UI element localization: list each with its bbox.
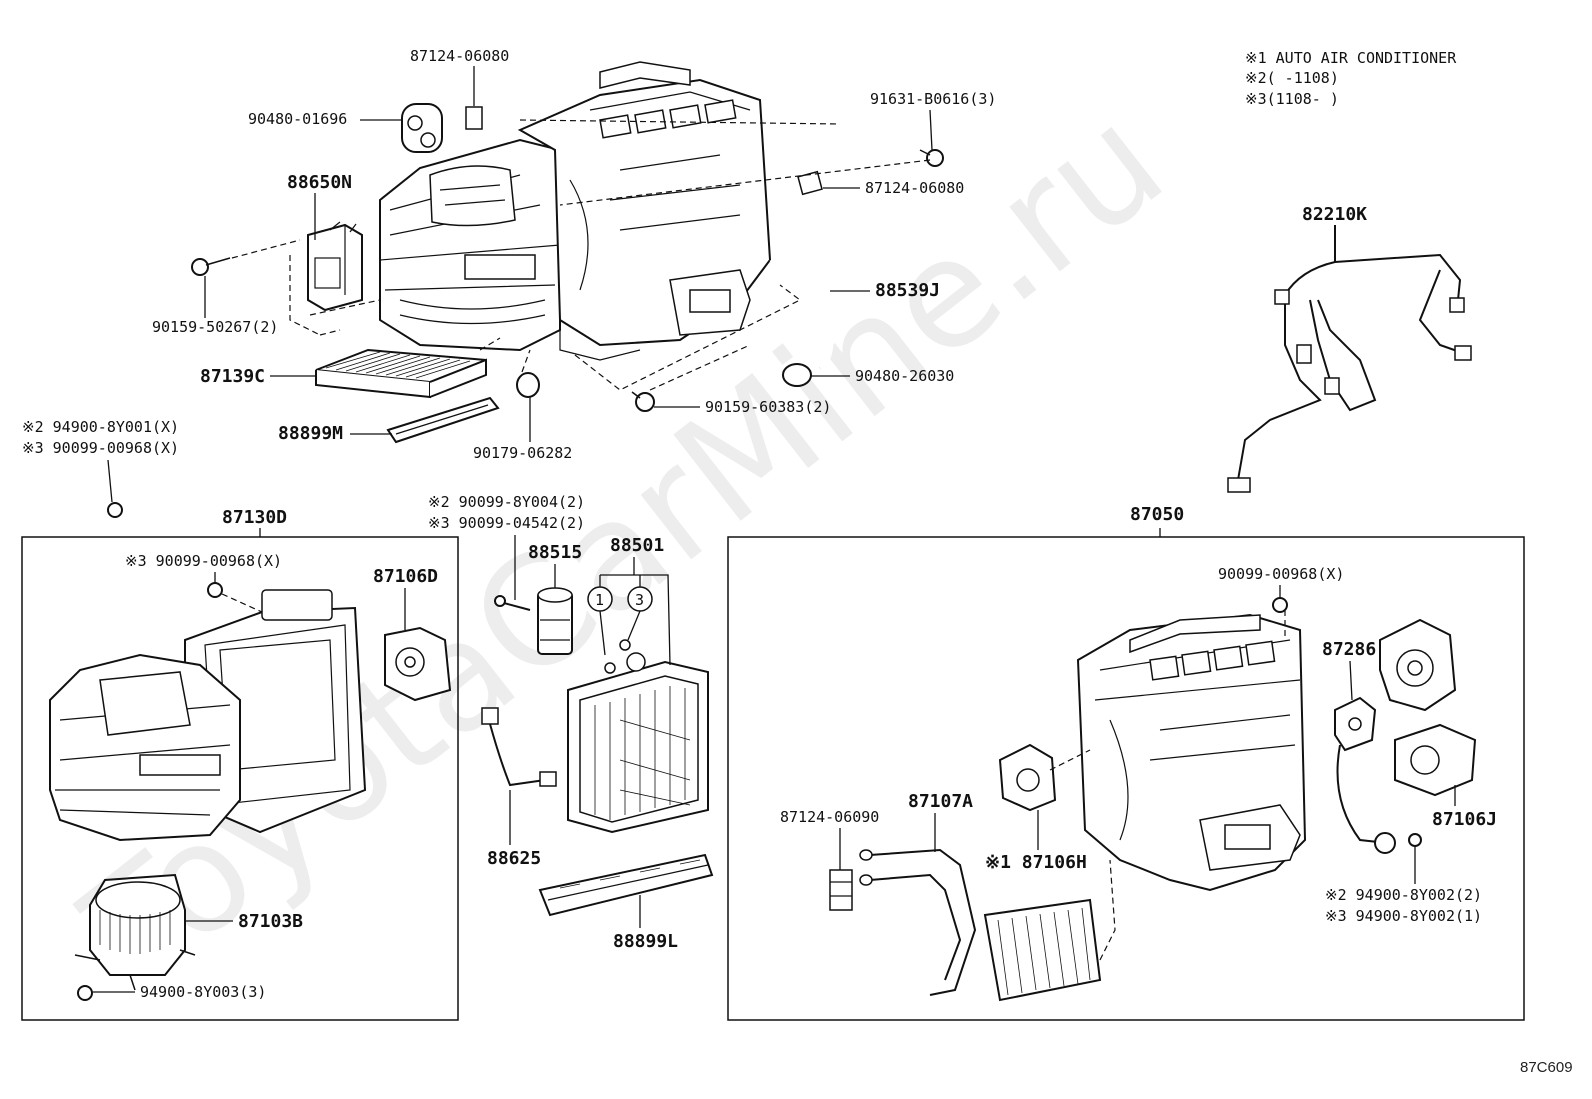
pad-87124-06080-a	[465, 106, 483, 130]
heater-core-87107a	[859, 848, 1102, 1002]
grommet-90480-26030	[782, 363, 812, 387]
label-87106j: 87106J	[1432, 809, 1497, 830]
frame-87050	[727, 536, 1525, 1021]
bracket-88899l	[538, 853, 714, 917]
label-90099-00968-left: ※3 90099-00968(X)	[125, 552, 282, 570]
filter-87139c	[315, 348, 487, 399]
screw-90099-00968-right	[1272, 597, 1288, 613]
callout-circle-1: 1	[587, 586, 613, 612]
note-3: ※3(1108- )	[1245, 90, 1339, 108]
label-90159-60383: 90159-60383(2)	[705, 398, 831, 416]
label-90099-00968-right: 90099-00968(X)	[1218, 565, 1344, 583]
screw-90099-8y004	[494, 595, 531, 611]
label-87106h: ※1 87106H	[985, 852, 1087, 873]
blower-motor-87103b	[74, 873, 196, 991]
screw-94900-8y001	[107, 502, 123, 518]
label-88899m: 88899M	[278, 423, 343, 444]
label-90480-01696: 90480-01696	[248, 110, 347, 128]
label-88899l: 88899L	[613, 931, 678, 952]
screw-94900-8y002	[1408, 833, 1422, 847]
servo-87106d	[384, 626, 452, 702]
sensor-88625	[481, 707, 557, 787]
evaporator-88501	[567, 639, 709, 834]
label-87124-06080-a: 87124-06080	[410, 47, 509, 65]
label-87286: 87286	[1322, 639, 1376, 660]
label-88539j: 88539J	[875, 280, 940, 301]
bracket-88899m	[386, 396, 500, 444]
label-90099-04542: ※3 90099-04542(2)	[428, 514, 585, 532]
servo-87106h	[998, 743, 1057, 812]
servo-87106j	[1379, 618, 1477, 797]
label-94900-8y003: 94900-8Y003(3)	[140, 983, 266, 1001]
label-87106d: 87106D	[373, 566, 438, 587]
hvac-unit-top	[379, 61, 772, 361]
heater-unit-87050	[1076, 613, 1307, 892]
label-82210k: 82210K	[1302, 204, 1367, 225]
blower-assembly-87130d	[49, 589, 367, 842]
screw-90099-00968-left	[207, 582, 223, 598]
label-87139c: 87139C	[200, 366, 265, 387]
screw-90159-50267	[191, 257, 231, 276]
label-88650n: 88650N	[287, 172, 352, 193]
sensor-87286	[1334, 696, 1396, 854]
label-94900-8y002-3: ※3 94900-8Y002(1)	[1325, 907, 1482, 925]
label-90179-06282: 90179-06282	[473, 444, 572, 462]
expansion-valve-88515	[537, 587, 573, 655]
label-88625: 88625	[487, 848, 541, 869]
screw-91631-b0616	[919, 149, 944, 167]
harness-82210k	[1227, 225, 1472, 493]
label-94900-8y002-2: ※2 94900-8Y002(2)	[1325, 886, 1482, 904]
clip-90179-06282	[516, 372, 540, 398]
diagram-code: 87C609	[1520, 1059, 1573, 1076]
screw-94900-8y003	[77, 985, 93, 1001]
note-2: ※2( -1108)	[1245, 69, 1339, 87]
grommet-90480-01696	[401, 103, 443, 153]
amplifier-88650n	[307, 221, 363, 312]
svg-text:3: 3	[635, 591, 644, 609]
label-94900-8y001: ※2 94900-8Y001(X)	[22, 418, 179, 436]
label-87103b: 87103B	[238, 911, 303, 932]
label-87124-06090: 87124-06090	[780, 808, 879, 826]
svg-text:1: 1	[595, 591, 604, 609]
label-87107a: 87107A	[908, 791, 973, 812]
label-87124-06080-b: 87124-06080	[865, 179, 964, 197]
clip-87124-06090	[829, 869, 853, 911]
label-90099-00968-top: ※3 90099-00968(X)	[22, 439, 179, 457]
screw-90159-60383	[631, 391, 655, 412]
label-87050: 87050	[1130, 504, 1184, 525]
label-88515: 88515	[528, 542, 582, 563]
label-91631-b0616: 91631-B0616(3)	[870, 90, 996, 108]
label-90099-8y004: ※2 90099-8Y004(2)	[428, 493, 585, 511]
label-90480-26030: 90480-26030	[855, 367, 954, 385]
label-87130d: 87130D	[222, 507, 287, 528]
label-88501: 88501	[610, 535, 664, 556]
callout-circle-3: 3	[627, 586, 653, 612]
frame-87130d	[21, 536, 459, 1021]
note-1: ※1 AUTO AIR CONDITIONER	[1245, 49, 1457, 67]
label-90159-50267: 90159-50267(2)	[152, 318, 278, 336]
